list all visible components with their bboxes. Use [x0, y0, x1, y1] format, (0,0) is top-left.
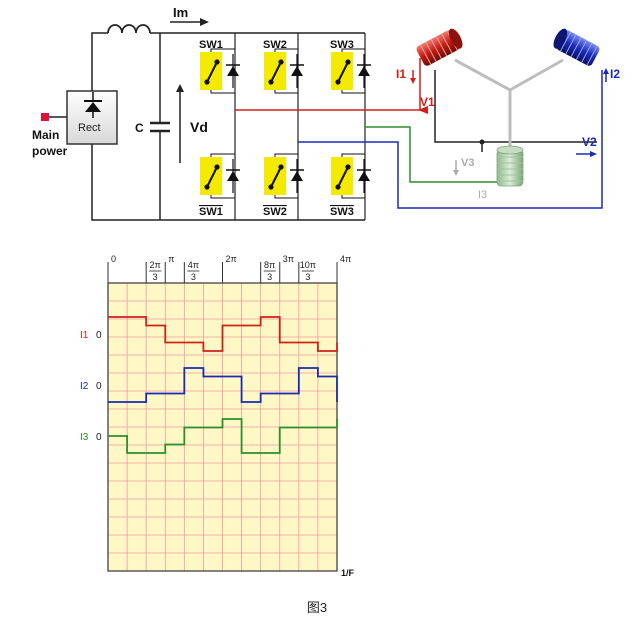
svg-text:8π: 8π — [264, 260, 275, 270]
rect-label: Rect — [78, 122, 101, 134]
figure-caption: 图3 — [307, 600, 327, 615]
star-arm-2 — [509, 58, 564, 92]
phase3-wire — [365, 126, 497, 183]
sw3-bar-label: SW3 — [330, 206, 354, 218]
i3-circuit-label: I3 — [478, 189, 487, 201]
switch-high-3 — [331, 48, 371, 94]
svg-text:3: 3 — [191, 272, 196, 282]
vd-label: Vd — [190, 119, 208, 135]
rectifier-box — [66, 90, 118, 145]
dc-bus-top-left — [91, 32, 108, 91]
v1-arrow — [418, 106, 428, 114]
v1-circuit-label: V1 — [420, 95, 435, 109]
sw1-label: SW1 — [199, 39, 223, 51]
x-tick-label: 2π — [226, 254, 237, 264]
rectifier-diode-icon — [85, 102, 101, 112]
main-power-label-2: power — [32, 144, 68, 158]
diode-icon — [226, 159, 240, 193]
sw2-bar-label: SW2 — [263, 206, 287, 218]
series-line-I1 — [108, 316, 338, 352]
v3-circuit-label: V3 — [461, 157, 474, 169]
star-arm-1 — [454, 58, 511, 92]
phase-arrows — [410, 68, 609, 176]
series-baseline-label: 0 — [96, 381, 102, 392]
x-tick-label: 4π — [340, 254, 351, 264]
x-tick-label: 4π3 — [187, 260, 200, 282]
motor-windings — [416, 28, 600, 187]
phase-wires — [235, 58, 603, 209]
diode-icon — [357, 159, 371, 193]
cap-label: C — [135, 121, 144, 135]
x-tick-label: 0 — [111, 254, 116, 264]
diode-icon — [290, 54, 304, 88]
main-power-label: Main — [32, 128, 59, 142]
switch-low-3 — [331, 153, 371, 199]
x-tick-label: 3π — [283, 254, 294, 264]
winding-coil-1 — [416, 28, 463, 66]
main-power-terminal — [41, 113, 49, 121]
x-tick-label: 2π3 — [149, 260, 162, 282]
x-tick-label: π — [168, 254, 174, 264]
switch-bank — [200, 48, 371, 199]
series-baseline-label: 0 — [96, 330, 102, 341]
series-name-I2: I2 — [80, 381, 89, 392]
diode-icon — [290, 159, 304, 193]
diode-icon — [357, 54, 371, 88]
i1-circuit-label: I1 — [396, 67, 406, 81]
i2-circuit-label: I2 — [610, 67, 620, 81]
im-label: Im — [173, 5, 188, 20]
sw2-label: SW2 — [263, 39, 287, 51]
series-baseline-label: 0 — [96, 432, 102, 443]
switch-high-2 — [264, 48, 304, 94]
series-line-I3 — [108, 418, 338, 454]
inverter-circuit — [41, 18, 366, 221]
svg-text:3: 3 — [305, 272, 310, 282]
x-end-label: 1/F — [341, 568, 355, 578]
sw1-bar-label: SW1 — [199, 206, 223, 218]
svg-text:4π: 4π — [188, 260, 199, 270]
winding-coil-3 — [496, 145, 524, 187]
switch-high-1 — [200, 48, 240, 94]
circuit-labels: Main power Rect C Vd Im SW1 SW2 SW3 SW1 … — [32, 5, 620, 218]
svg-text:2π: 2π — [150, 260, 161, 270]
switch-low-1 — [200, 153, 240, 199]
series-name-I3: I3 — [80, 432, 89, 443]
v2-circuit-label: V2 — [582, 135, 597, 149]
dc-bus-bottom-left — [91, 144, 160, 221]
phase2-wire — [298, 70, 603, 209]
svg-text:10π: 10π — [300, 260, 316, 270]
series-line-I2 — [108, 367, 338, 403]
sw3-label: SW3 — [330, 39, 354, 51]
x-tick-label: 8π3 — [263, 260, 276, 282]
motor-neutral-black — [434, 70, 597, 143]
winding-coil-2 — [553, 28, 600, 66]
series-name-I1: I1 — [80, 330, 89, 341]
svg-text:3: 3 — [267, 272, 272, 282]
svg-text:3: 3 — [153, 272, 158, 282]
diode-icon — [226, 54, 240, 88]
switch-low-2 — [264, 153, 304, 199]
phase1-wire — [235, 58, 421, 111]
inductor-icon — [107, 24, 151, 34]
